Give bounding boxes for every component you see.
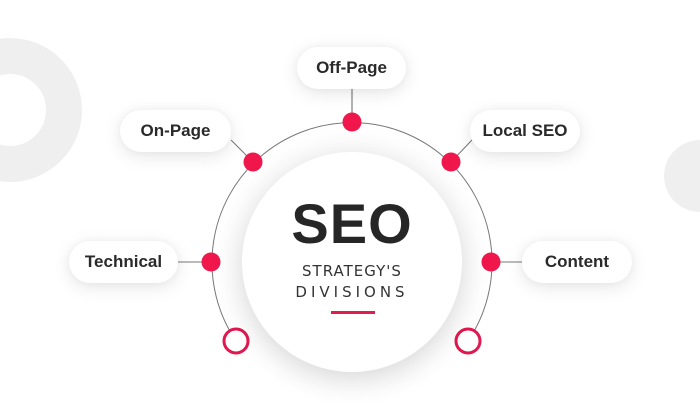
center-title: SEO [291, 192, 413, 255]
node-dot-content [481, 252, 501, 272]
node-dot-off-page [342, 112, 362, 132]
center-circle: SEO STRATEGY'S DIVISIONS [242, 152, 462, 372]
division-pill-content[interactable]: Content [522, 241, 632, 283]
node-dot-technical [201, 252, 221, 272]
arc-end-ring-left [222, 327, 250, 355]
division-pill-off-page[interactable]: Off-Page [297, 47, 406, 89]
node-dot-local-seo [441, 152, 461, 172]
center-subtitle-line2: DIVISIONS [295, 283, 409, 301]
division-pill-local-seo[interactable]: Local SEO [470, 110, 580, 152]
arc-end-ring-right [454, 327, 482, 355]
division-pill-technical[interactable]: Technical [69, 241, 178, 283]
center-subtitle-line1: STRATEGY'S [302, 262, 402, 280]
node-dot-on-page [243, 152, 263, 172]
center-accent-bar [331, 311, 375, 314]
division-pill-on-page[interactable]: On-Page [120, 110, 231, 152]
